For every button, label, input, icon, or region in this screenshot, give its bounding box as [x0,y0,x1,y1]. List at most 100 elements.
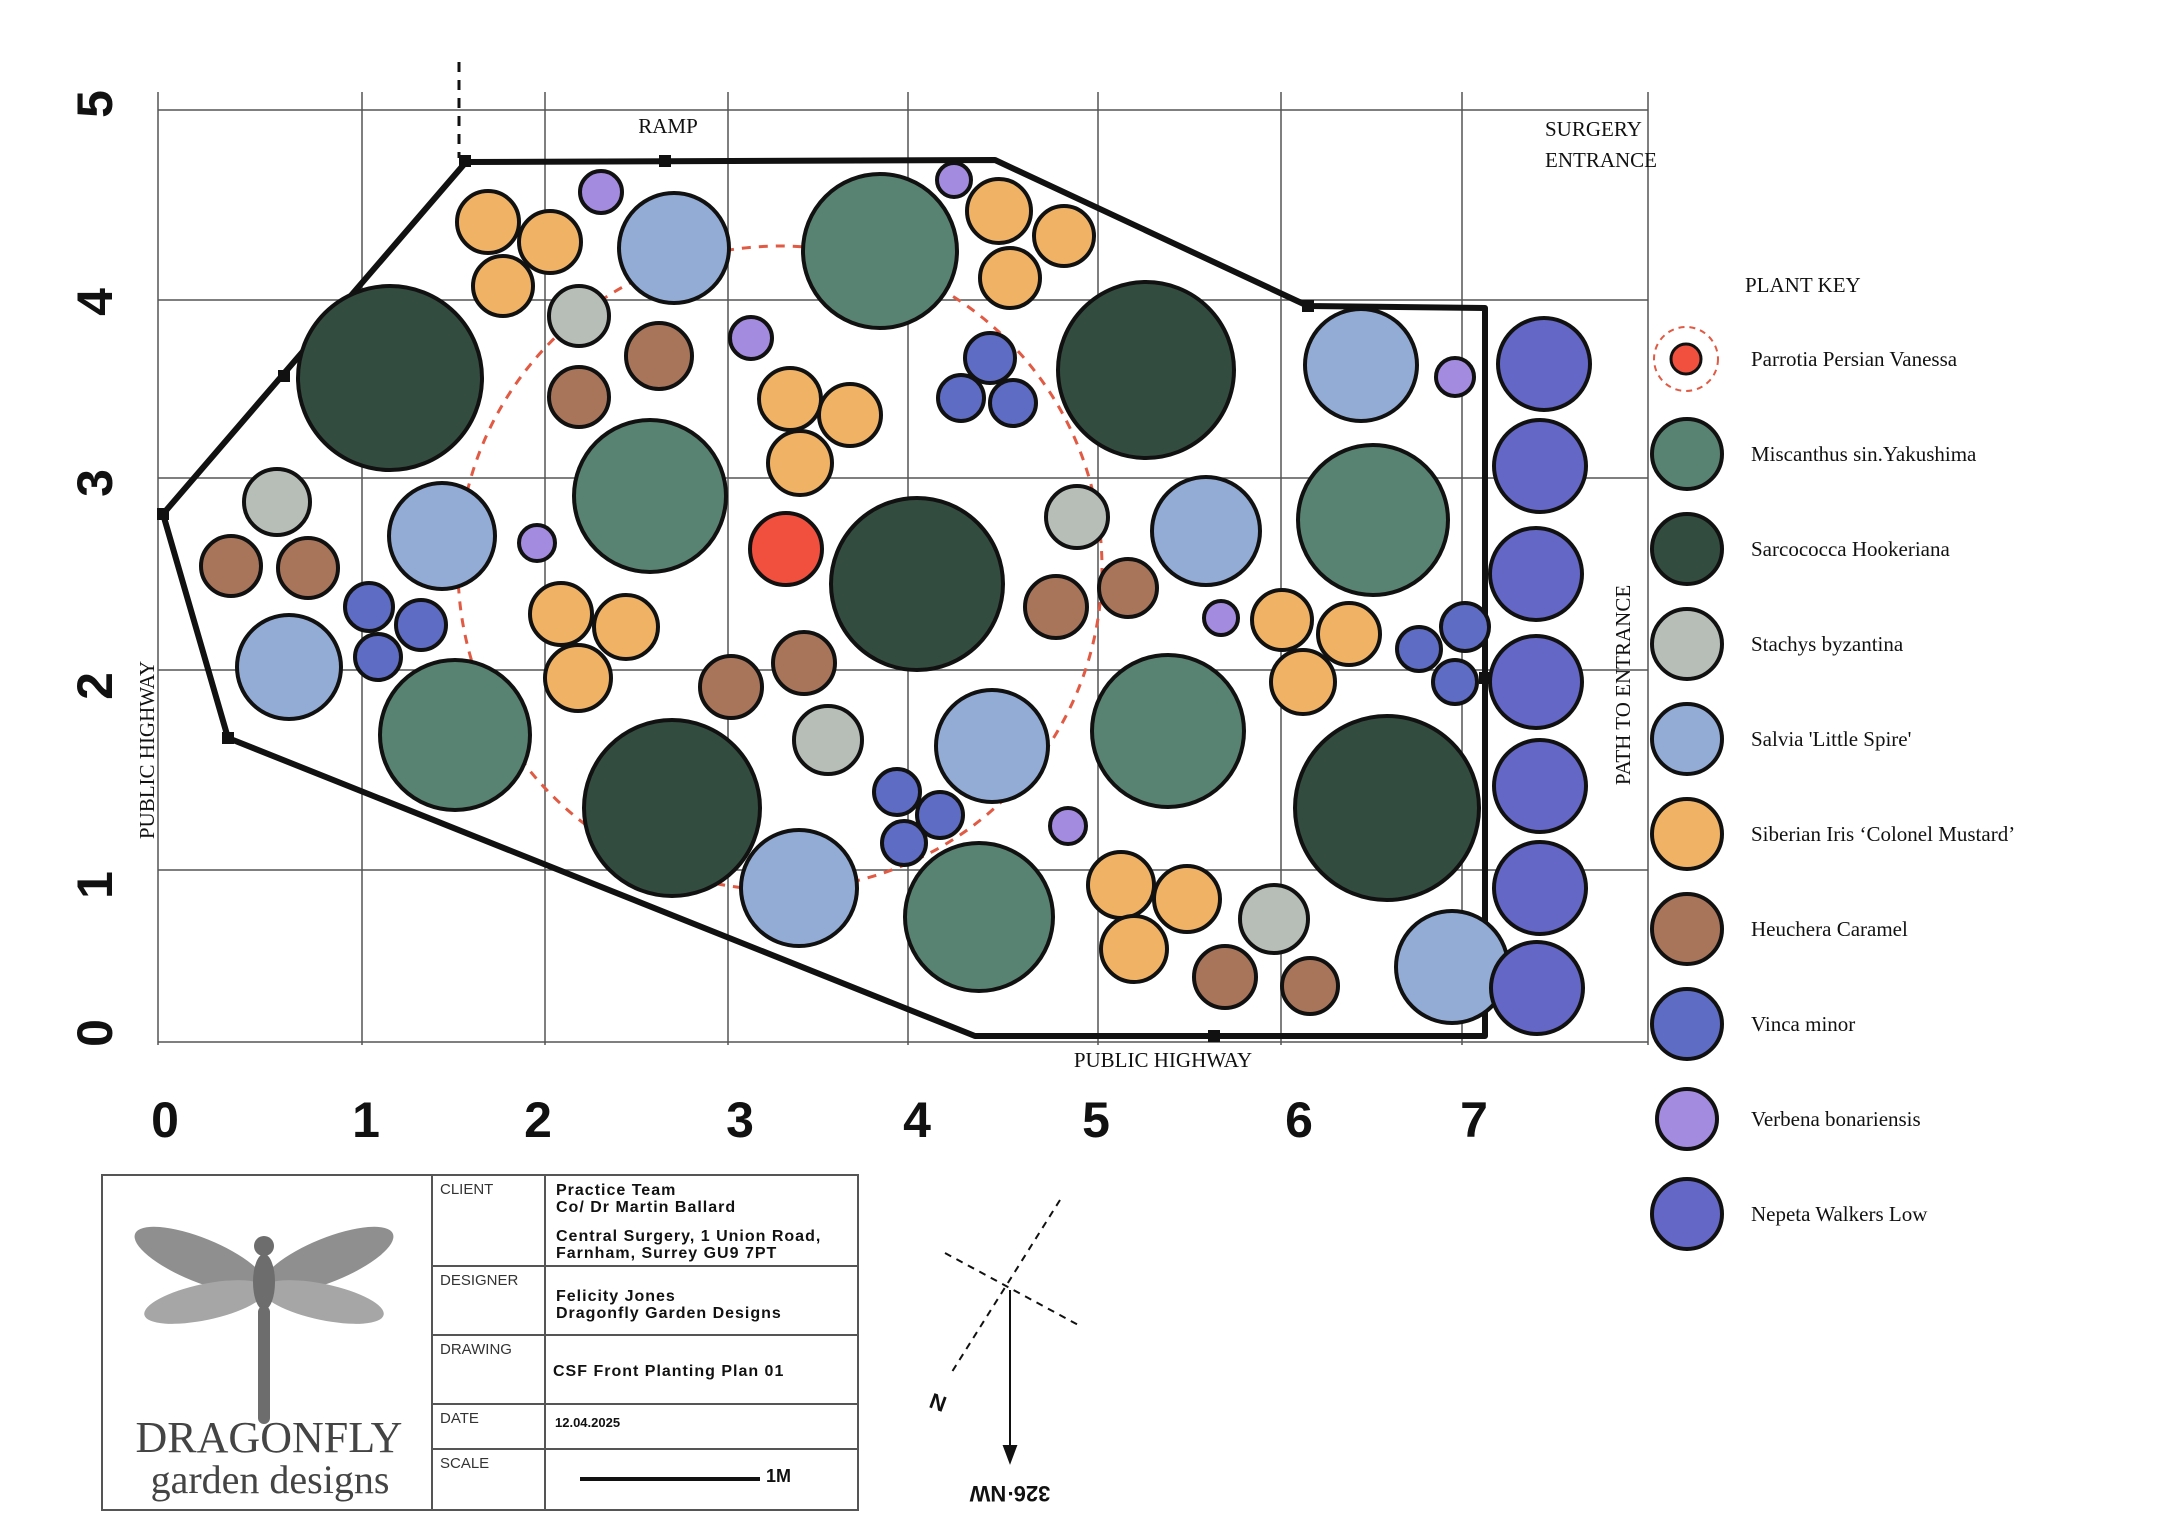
surgery-entrance-label-1: SURGERY [1545,117,1642,141]
miscanthus-plant [903,841,1055,993]
iris-plant [978,246,1042,310]
legend-swatch-parrotia [1669,342,1703,376]
vinca-plant [1395,625,1443,673]
legend-label-parrotia: Parrotia Persian Vanessa [1751,347,1958,371]
sarcococca-plant [296,284,484,472]
vinca-plant [343,581,395,633]
date-label: DATE [440,1410,479,1427]
y-label-2: 2 [67,672,123,700]
salvia-plant [1394,909,1510,1025]
vinca-plant [1431,658,1479,706]
vinca-plant [988,378,1038,428]
nepeta-plant [1492,418,1588,514]
iris-plant [471,254,535,318]
vinca-plant [394,598,448,652]
salvia-plant [1303,307,1419,423]
salvia-plant [934,688,1050,804]
legend-swatch-heuchera [1650,892,1724,966]
salvia-plant [1150,475,1262,587]
site-boundary [157,62,1491,1042]
compass-north-label: N [926,1388,949,1417]
heuchera-plant [1280,956,1340,1016]
miscanthus-plant [801,172,959,330]
designer-company: Dragonfly Garden Designs [556,1305,782,1322]
miscanthus-plant [378,658,532,812]
drawing-label: DRAWING [440,1341,512,1358]
legend-swatch-stachys [1650,607,1724,681]
surgery-entrance-label-2: ENTRANCE [1545,148,1657,172]
y-label-3: 3 [67,469,123,497]
sarcococca-plant [1056,280,1236,460]
y-label-1: 1 [67,871,123,899]
verbena-plant [1202,599,1240,637]
iris-plant [455,189,521,255]
legend-title: PLANT KEY [1745,273,1861,297]
legend-label-stachys: Stachys byzantina [1751,632,1904,656]
stachys-plant [242,467,312,537]
stachys-plant [792,704,864,776]
designer-label: DESIGNER [440,1272,519,1289]
legend-swatch-salvia [1650,702,1724,776]
legend-label-vinca: Vinca minor [1751,1012,1855,1036]
iris-plant [1316,601,1382,667]
vinca-plant [1439,601,1491,653]
verbena-plant [578,169,624,215]
verbena-plant [935,161,973,199]
designer-name: Felicity Jones [556,1288,676,1305]
iris-plant [1086,850,1156,920]
x-label-6: 6 [1285,1092,1313,1148]
client-label: CLIENT [440,1181,493,1198]
legend-swatch-miscanthus [1650,417,1724,491]
stachys-plant [1044,484,1110,550]
nepeta-plant [1488,634,1584,730]
parrotia-plant [748,511,824,587]
x-label-1: 1 [352,1092,380,1148]
scale-value: 1M [766,1466,791,1486]
vinca-plant [353,632,403,682]
verbena-plant [728,315,774,361]
iris-plant [543,643,613,713]
iris-plant [817,382,883,448]
legend-label-salvia: Salvia 'Little Spire' [1751,727,1911,751]
nepeta-plant [1489,940,1585,1036]
verbena-plant [1048,806,1088,846]
salvia-plant [739,828,859,948]
heuchera-plant [624,321,694,391]
client-contact: Co/ Dr Martin Ballard [556,1199,736,1216]
heuchera-plant [1097,557,1159,619]
sarcococca-plant [829,496,1005,672]
plants-layer [199,161,1592,1036]
client-address-2: Farnham, Surrey GU9 7PT [556,1245,777,1262]
iris-plant [1250,588,1314,652]
vinca-plant [880,819,928,867]
nepeta-plant [1488,526,1584,622]
plant-key: PLANT KEY Parrotia Persian VanessaMiscan… [1650,273,2015,1251]
compass-line-b [944,1252,1083,1328]
legend-label-heuchera: Heuchera Caramel [1751,917,1908,941]
compass-line-a [949,1199,1061,1376]
heuchera-plant [698,654,764,720]
heuchera-plant [1023,574,1089,640]
iris-plant [1099,914,1169,984]
legend-swatch-vinca [1650,987,1724,1061]
y-label-5: 5 [67,90,123,118]
nepeta-plant [1496,316,1592,412]
legend-label-sarcococca: Sarcococca Hookeriana [1751,537,1950,561]
legend-label-verbena: Verbena bonariensis [1751,1107,1921,1131]
path-to-entrance-label: PATH TO ENTRANCE [1611,585,1635,785]
vinca-plant [915,790,965,840]
iris-plant [757,366,823,432]
x-label-2: 2 [524,1092,552,1148]
iris-plant [1152,864,1222,934]
iris-plant [528,581,594,647]
x-label-4: 4 [903,1092,931,1148]
public-highway-bottom-label: PUBLIC HIGHWAY [1074,1048,1252,1072]
compass-bearing-label: 326·NW [969,1481,1050,1506]
iris-plant [766,429,834,497]
salvia-plant [387,481,497,591]
legend-swatch-nepeta [1650,1177,1724,1251]
brand-line-2: garden designs [151,1457,390,1502]
client-name: Practice Team [556,1182,676,1199]
